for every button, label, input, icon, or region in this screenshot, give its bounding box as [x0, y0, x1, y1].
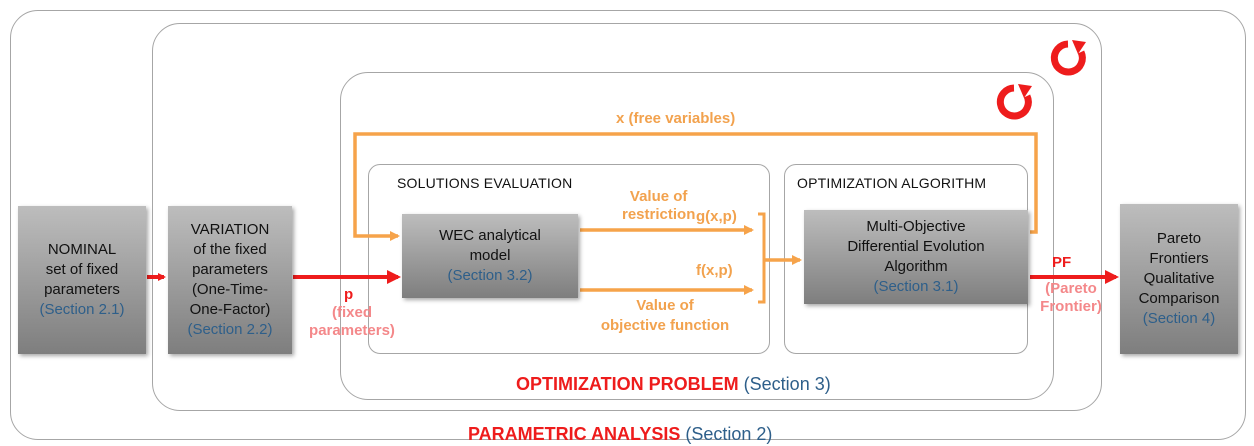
nominal-line-3: parameters: [44, 281, 120, 298]
parametric-analysis-title: PARAMETRIC ANALYSIS (Section 2): [468, 424, 772, 445]
pareto-line-2: Frontiers: [1149, 250, 1209, 267]
wec-line-2: model: [469, 247, 511, 264]
mode-algorithm-box: Multi-Objective Differential Evolution A…: [804, 210, 1028, 304]
pareto-line-4: Comparison: [1138, 290, 1220, 307]
nominal-parameters-box: NOMINAL set of fixed parameters (Section…: [18, 206, 146, 354]
fixed-line-1: (fixed: [331, 304, 372, 321]
variation-section-ref: (Section 2.2): [187, 321, 273, 338]
mode-line-1: Multi-Objective: [866, 218, 966, 235]
arrow-x-feedback: [353, 132, 1038, 241]
optimization-algorithm-title: OPTIMIZATION ALGORITHM: [797, 175, 987, 191]
solutions-evaluation-title: SOLUTIONS EVALUATION: [397, 175, 573, 191]
variation-line-5: One-Factor): [189, 301, 271, 318]
parametric-analysis-name: PARAMETRIC ANALYSIS: [468, 424, 681, 444]
optimization-problem-ref: (Section 3): [743, 374, 831, 394]
nominal-line-1: NOMINAL: [47, 241, 117, 258]
wec-section-ref: (Section 3.2): [447, 267, 533, 284]
pareto-frontier-label: (Pareto Frontier): [1030, 280, 1112, 316]
variation-line-1: VARIATION: [190, 221, 270, 238]
restriction-line-1: Value of: [629, 188, 688, 205]
x-free-variables-label: x (free variables): [616, 110, 735, 127]
fixed-line-2: parameters): [309, 322, 395, 339]
wec-model-box: WEC analytical model (Section 3.2): [402, 214, 578, 298]
x-label: x: [616, 110, 625, 127]
pareto-section-ref: (Section 4): [1142, 310, 1216, 327]
f-label: f(x,p): [696, 262, 733, 279]
g-label: g(x,p): [696, 208, 737, 225]
loop-arrow-icon: [1050, 40, 1086, 76]
pareto-comparison-box: Pareto Frontiers Qualitative Comparison …: [1120, 204, 1238, 354]
optimization-problem-name: OPTIMIZATION PROBLEM: [516, 374, 739, 394]
variation-line-4: (One-Time-: [191, 281, 269, 298]
nominal-line-2: set of fixed: [45, 261, 119, 278]
mode-line-3: Algorithm: [884, 258, 948, 275]
loop-arrow-icon: [996, 84, 1032, 120]
objective-line-2: objective function: [600, 317, 730, 334]
variation-line-2: of the fixed: [193, 241, 267, 258]
variation-parameters-box: VARIATION of the fixed parameters (One-T…: [168, 206, 292, 354]
frontier-line-2: Frontier): [1040, 298, 1102, 315]
value-of-objective-label: Value of objective function: [584, 296, 746, 336]
optimization-problem-frame: [340, 72, 1054, 400]
value-of-restriction-label: Value of restriction: [622, 188, 695, 224]
optimization-problem-outer-frame: [152, 23, 1102, 411]
objective-line-1: Value of: [636, 297, 694, 314]
x-description: (free variables): [628, 110, 736, 127]
wec-line-1: WEC analytical: [439, 227, 541, 244]
pareto-line-3: Qualitative: [1143, 270, 1215, 287]
optimization-problem-title: OPTIMIZATION PROBLEM (Section 3): [516, 374, 831, 395]
nominal-section-ref: (Section 2.1): [39, 301, 125, 318]
parametric-analysis-ref: (Section 2): [685, 424, 773, 444]
pareto-line-1: Pareto: [1156, 230, 1202, 247]
parametric-analysis-frame: [10, 10, 1246, 440]
join-bracket: [758, 212, 766, 304]
mode-line-2: Differential Evolution: [847, 238, 985, 255]
fixed-parameters-label: (fixed parameters): [302, 304, 402, 340]
pf-label: PF: [1052, 254, 1072, 271]
restriction-line-2: restriction: [622, 206, 696, 223]
mode-section-ref: (Section 3.1): [873, 278, 959, 295]
variation-line-3: parameters: [192, 261, 268, 278]
p-label: p: [344, 286, 354, 303]
frontier-line-1: (Pareto: [1045, 280, 1097, 297]
